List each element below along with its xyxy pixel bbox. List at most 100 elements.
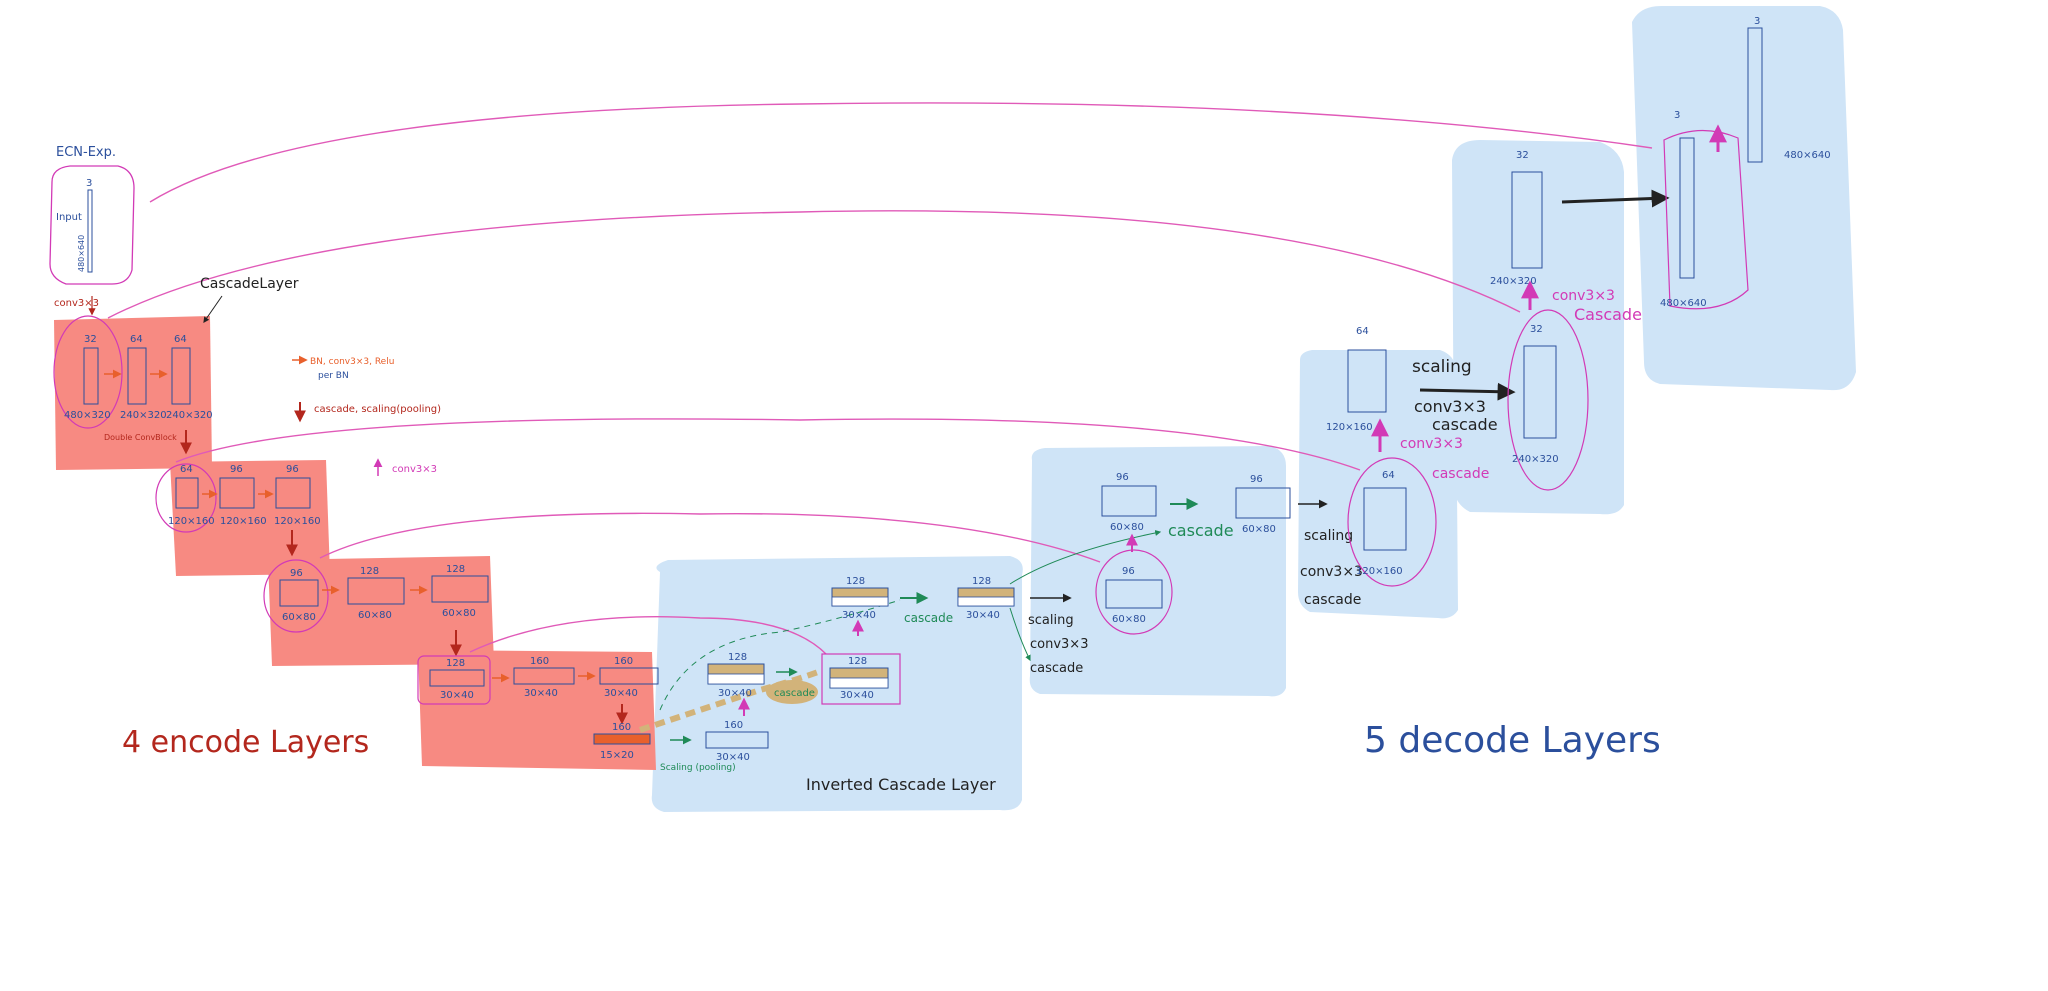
l1-block1	[83, 347, 99, 405]
legend: BN, conv3×3, Relu per BN cascade, scalin…	[292, 355, 441, 476]
skip-l3-to-d96	[319, 512, 1101, 563]
l4-s2: 30×40	[524, 688, 558, 699]
decode-regions	[651, 5, 1856, 812]
encode-layer-4: 128 30×40 160 30×40 160 30×40	[417, 655, 659, 725]
decode-96: scaling conv3×3 cascade 96 60×80 cascade…	[1009, 472, 1328, 676]
input-size: 480×640	[77, 235, 86, 272]
final-out-block	[1747, 27, 1763, 163]
skip-connections	[107, 102, 1653, 655]
d32b-size: 240×320	[1512, 454, 1559, 465]
encode-layers-title: 4 encode Layers	[122, 725, 369, 760]
input-channels: 3	[86, 178, 92, 189]
decode-region-64	[1298, 350, 1458, 619]
d96c-block	[1105, 579, 1163, 609]
d32b-channels: 32	[1530, 324, 1543, 335]
l3-block2	[347, 577, 405, 605]
inv-b2-ring	[821, 653, 901, 705]
skip-l4-to-inv	[469, 616, 827, 655]
l1-c1: 32	[84, 334, 97, 345]
d64a-channels: 64	[1356, 326, 1369, 337]
skip-l2-to-d64	[175, 418, 1361, 471]
bn-size: 15×20	[600, 750, 634, 761]
final-in-block	[1679, 137, 1695, 279]
tan-dashed-path	[639, 669, 820, 733]
inv-b2-channels: 128	[848, 656, 867, 667]
l4-block1	[429, 669, 485, 687]
d64a-block	[1347, 349, 1387, 413]
d64-note-1: scaling	[1304, 528, 1353, 544]
d96-cascade-label: cascade	[1168, 521, 1234, 540]
l3-s3: 60×80	[442, 608, 476, 619]
inverted-cascade: 128 30×40 cascade 128 30×40 128 30×40 ca…	[639, 576, 1015, 794]
l4-s1: 30×40	[440, 690, 474, 701]
l2-c3: 96	[286, 464, 299, 475]
bottleneck: 160 15×20 Scaling (pooling) 160 30×40	[593, 720, 769, 773]
l3-block1	[279, 579, 319, 607]
l3-c3: 128	[446, 564, 465, 575]
d32a-block	[1511, 171, 1543, 269]
d96b-channels: 96	[1250, 474, 1263, 485]
bn-down-size: 30×40	[716, 752, 750, 763]
l4-c3: 160	[614, 656, 633, 667]
bn-block	[593, 733, 651, 745]
d96b-block	[1235, 487, 1291, 519]
l3-c2: 128	[360, 566, 379, 577]
d96c-channels: 96	[1122, 566, 1135, 577]
d64b-size: 120×160	[1356, 566, 1403, 577]
d32-cascade-label: Cascade	[1574, 305, 1642, 324]
d32b-block	[1523, 345, 1557, 439]
inv-top2-channels: 128	[972, 576, 991, 587]
cascade-layer-pointer	[203, 295, 223, 323]
d32a-channels: 32	[1516, 150, 1529, 161]
inv-top1-inner	[831, 596, 889, 607]
l2-block1	[175, 477, 199, 509]
l2-s1: 120×160	[168, 516, 215, 527]
l2-block3	[275, 477, 311, 509]
bn-scaling-label: Scaling (pooling)	[660, 763, 736, 773]
inv-b2-size: 30×40	[840, 690, 874, 701]
layer3-input-ring	[263, 559, 329, 633]
d64-to-d32-arrow	[1419, 382, 1516, 401]
legend-2-text: cascade, scaling(pooling)	[314, 404, 441, 415]
decode-layers-title: 5 decode Layers	[1364, 720, 1661, 761]
inv-top2-size: 30×40	[966, 610, 1000, 621]
l2-c2: 96	[230, 464, 243, 475]
legend-1-text: BN, conv3×3, Relu	[310, 357, 394, 367]
inv-b2-inner	[829, 677, 889, 689]
inv-b1-inner	[707, 673, 765, 685]
decode-32: 32 240×320 conv3×3 Cascade 32 240×320	[1490, 150, 1670, 491]
encode-region-3	[268, 556, 494, 666]
d96a-channels: 96	[1116, 472, 1129, 483]
encode-layer-2: 64 120×160 96 120×160 96 120×160	[155, 463, 321, 557]
bn-down-channels: 160	[724, 720, 743, 731]
inv-top1-size: 30×40	[842, 610, 876, 621]
d32-scaling-1: scaling	[1412, 357, 1472, 377]
l2-s3: 120×160	[274, 516, 321, 527]
encode-regions	[54, 316, 656, 770]
l1-s2: 240×320	[120, 410, 167, 421]
l1-s1: 480×320	[64, 410, 111, 421]
inv-cascade-label: cascade	[774, 688, 815, 699]
d96-note-2: conv3×3	[1030, 637, 1088, 652]
layer1-input-ring	[53, 315, 123, 429]
d32-to-final-arrow	[1561, 189, 1670, 208]
decode-64: scaling conv3×3 cascade 64 120×160 conv3…	[1300, 326, 1516, 608]
skip-l1-to-d32	[107, 210, 1521, 319]
l1-c3: 64	[174, 334, 187, 345]
inv-cascade2-label: cascade	[904, 611, 953, 625]
inv-top2-inner	[957, 596, 1015, 607]
decode-region-32	[1452, 140, 1624, 515]
input-block: ECN-Exp. Input 3 480×640	[49, 145, 135, 285]
l4-s3: 30×40	[604, 688, 638, 699]
skip-input-to-final	[149, 102, 1653, 203]
final-in-size: 480×640	[1660, 298, 1707, 309]
encode-layer-3: 96 60×80 128 60×80 128 60×80	[263, 559, 489, 657]
d96a-size: 60×80	[1110, 522, 1144, 533]
final-out-size: 480×640	[1784, 150, 1831, 161]
d96c-size: 60×80	[1112, 614, 1146, 625]
d96c-ring	[1095, 549, 1173, 635]
bn-channels: 160	[612, 722, 631, 733]
d32a-size: 240×320	[1490, 276, 1537, 287]
d32-conv-label: conv3×3	[1552, 288, 1615, 304]
